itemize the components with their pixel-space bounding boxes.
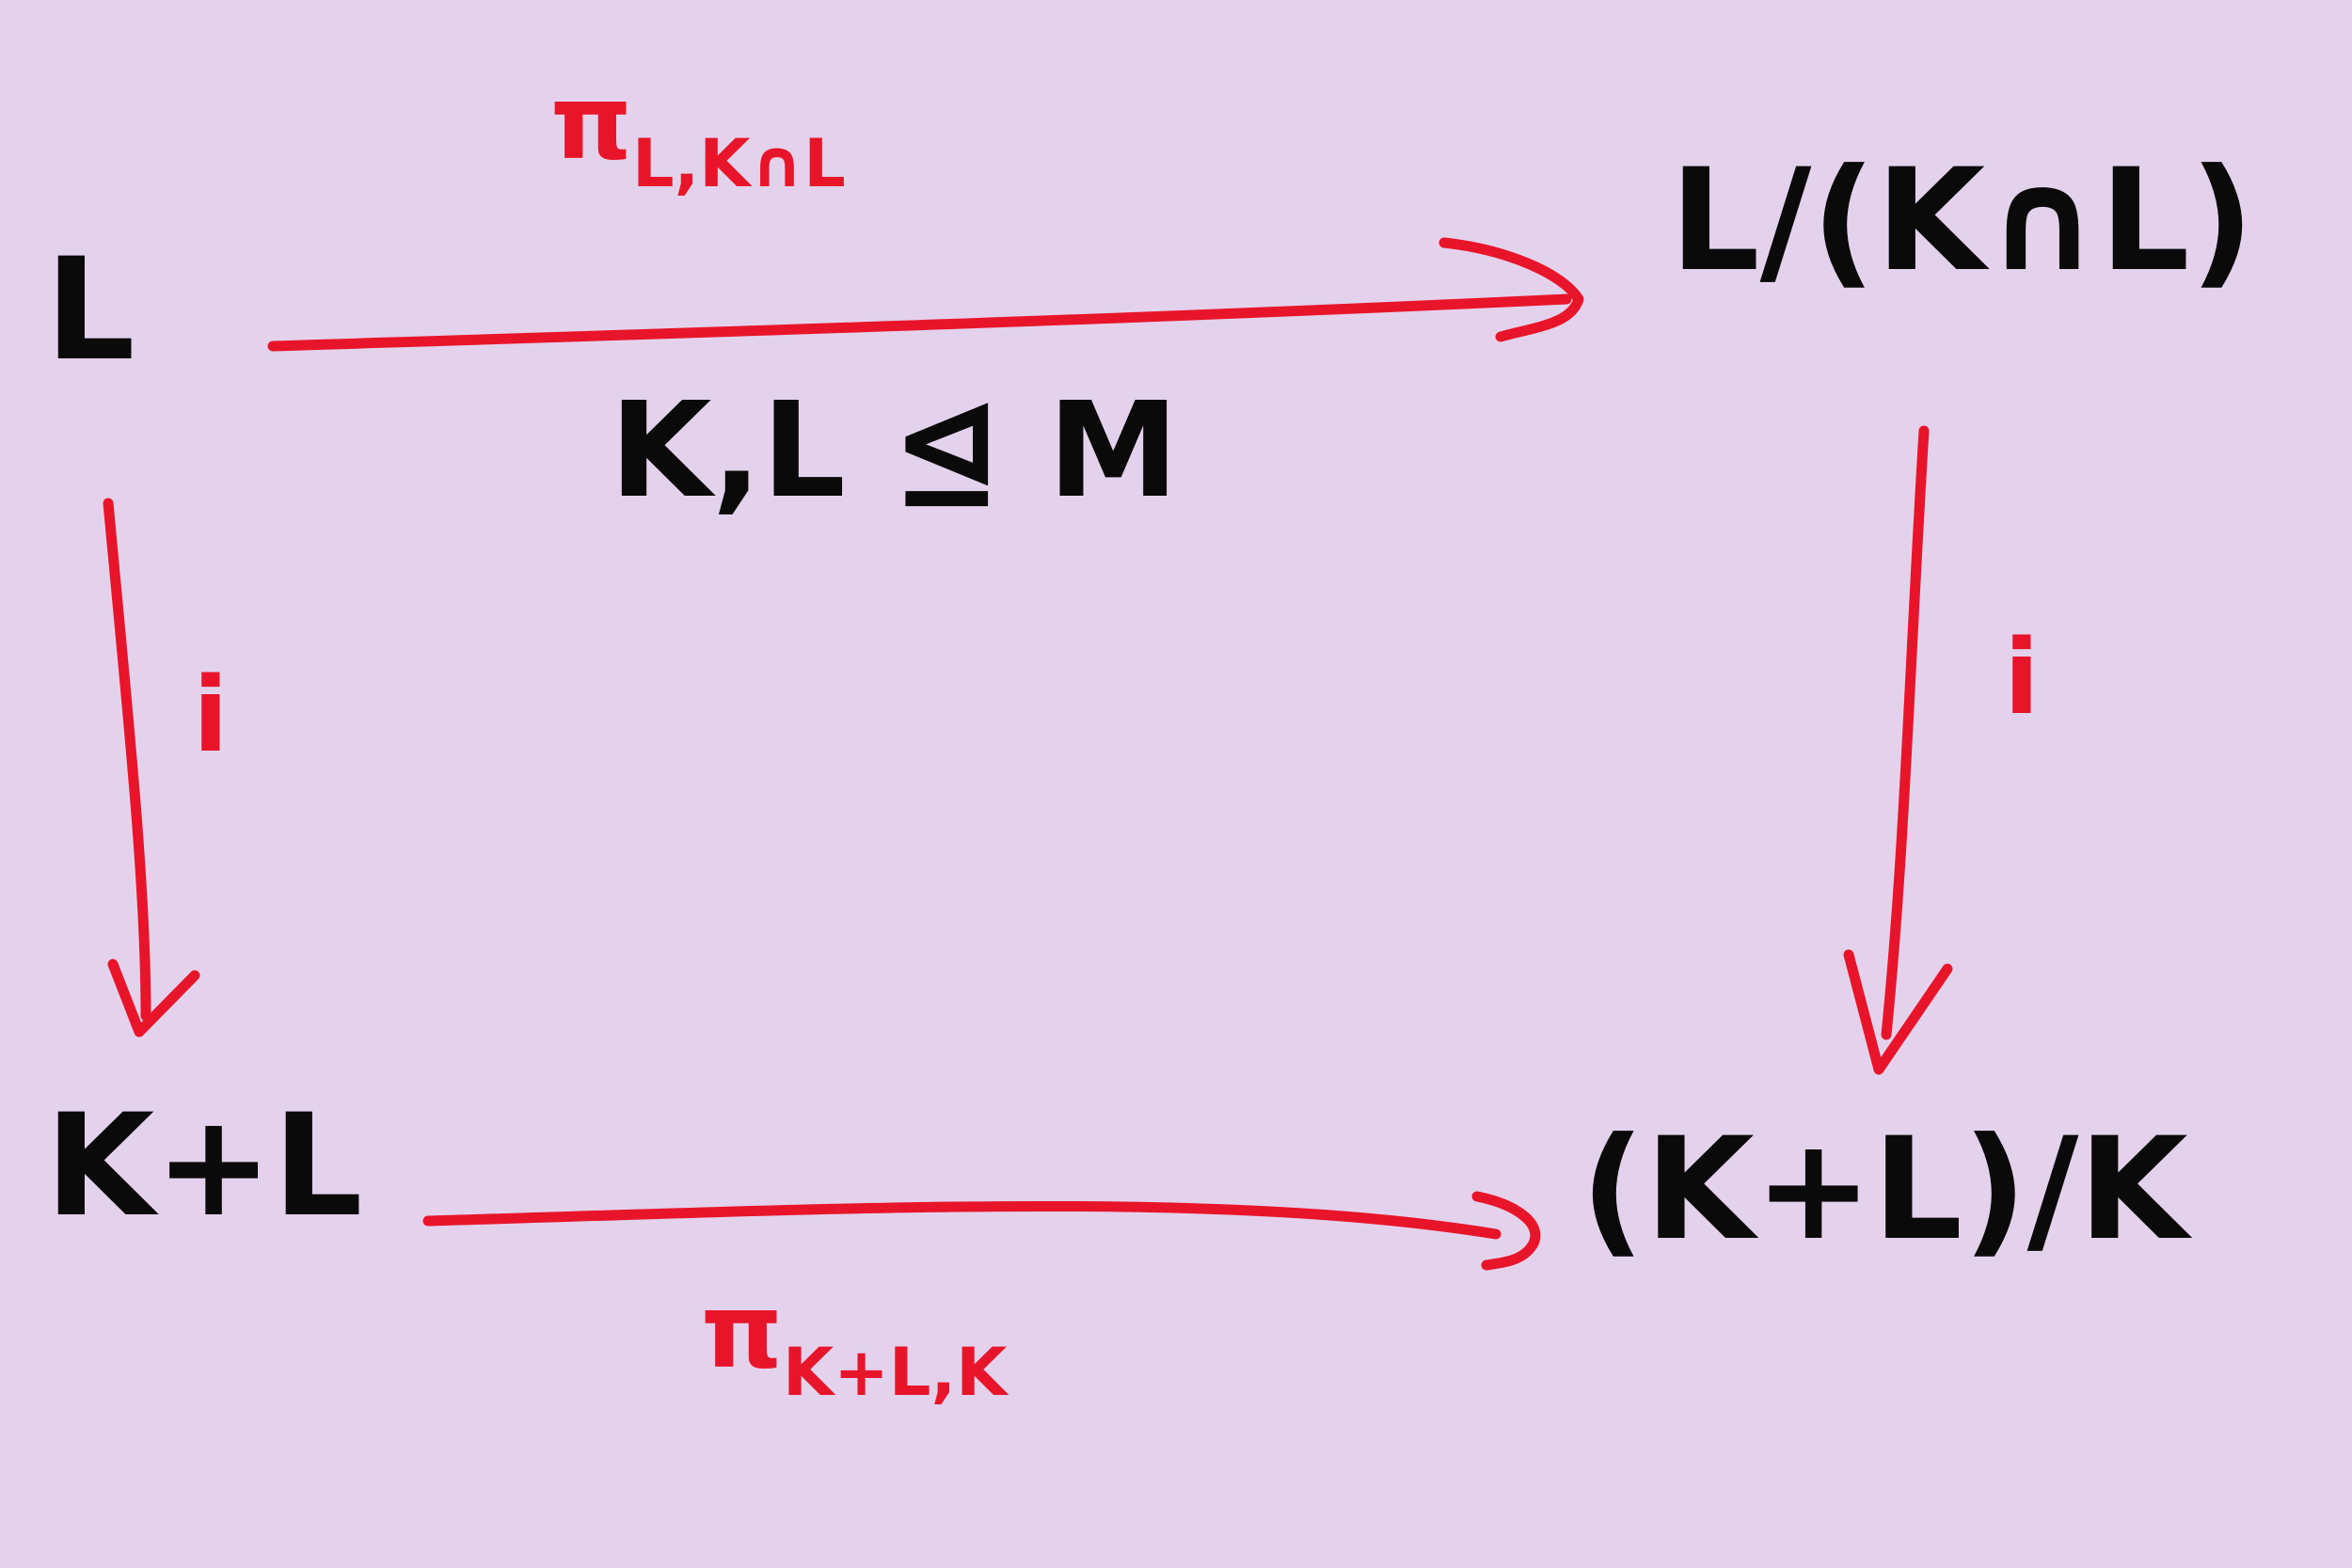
node-top-left: L: [45, 229, 135, 392]
right-arrow-label: i: [2004, 617, 2040, 737]
bottom-arrow-label: πK+L,K: [701, 1279, 1007, 1405]
bottom-arrow-symbol: π: [701, 1271, 784, 1391]
bottom-arrow-head: [1471, 1191, 1541, 1271]
right-arrow-shaft: [1881, 425, 1930, 1040]
top-arrow-subscript: L,K∩L: [632, 125, 846, 202]
top-arrow-shaft: [267, 293, 1572, 352]
left-arrow-shaft: [103, 498, 151, 1022]
right-arrow-head: [1843, 949, 1953, 1075]
bottom-arrow-shaft: [422, 1200, 1502, 1240]
condition-label: K,L ⊴ M: [610, 374, 1179, 528]
left-arrow-label: i: [193, 655, 229, 775]
top-arrow-head: [1438, 237, 1584, 342]
node-top-right: L/(K∩L): [1670, 139, 2255, 303]
node-bottom-left: K+L: [45, 1085, 363, 1248]
left-arrow-head: [107, 958, 200, 1037]
bottom-arrow-subscript: K+L,K: [783, 1334, 1008, 1411]
top-arrow-label: πL,K∩L: [550, 71, 846, 197]
top-arrow-symbol: π: [550, 62, 633, 182]
node-bottom-right: (K+L)/K: [1581, 1108, 2188, 1272]
